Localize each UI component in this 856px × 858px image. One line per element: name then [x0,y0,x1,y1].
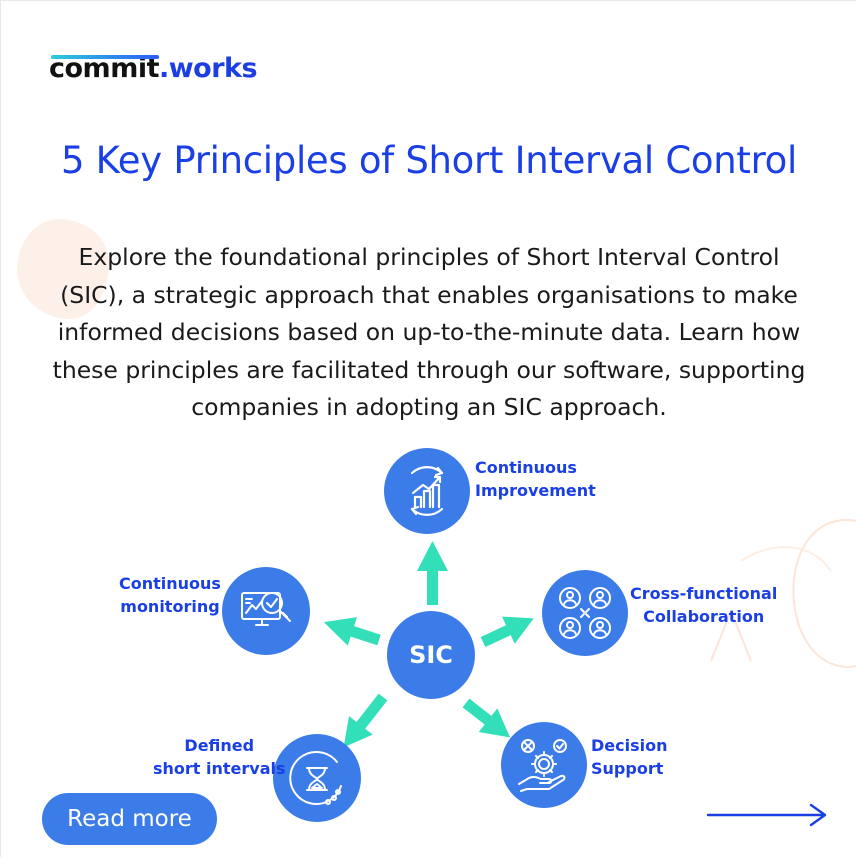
intro-line: informed decisions based on up-to-the-mi… [57,318,801,346]
principle-improvement-label: Continuous Improvement [475,458,596,500]
brand-logo: commit.works [49,53,258,84]
growth-chart-icon [410,466,444,516]
sic-hub-node: SIC [387,611,475,699]
diagram-arrows [323,541,534,748]
intro-line: Explore the foundational principles of S… [78,243,780,271]
intro-line: companies in adopting an SIC approach. [191,393,667,421]
intro-line: these principles are facilitated through… [52,355,806,384]
arrow-to-intervals-icon [343,693,388,748]
arrow-to-monitoring-icon [323,617,381,646]
principle-monitoring-label: Continuous monitoring [119,574,221,616]
hand-gear-icon [518,739,567,792]
monitor-magnifier-icon [241,592,291,626]
decorative-lines-icon [710,519,856,668]
logo-text-works: .works [158,53,258,84]
principle-decision-node [501,722,587,808]
decorative-blob [17,219,109,319]
principle-intervals-node [273,734,361,822]
principle-intervals-label: Defined short intervals [153,736,286,778]
hourglass-icon [289,750,342,805]
intro-line: (SIC), a strategic approach that enables… [60,280,798,309]
arrow-right-icon[interactable] [706,801,830,829]
principle-improvement-node [384,448,470,534]
principle-decision-label: Decision Support [591,736,668,778]
arrow-to-decision-icon [462,698,511,738]
read-more-button[interactable]: Read more [42,793,217,845]
principle-collaboration-label: Cross-functional Collaboration [630,584,778,626]
arrow-to-collaboration-icon [480,616,534,647]
principle-collaboration-node [542,570,628,656]
team-collaboration-icon [559,587,611,639]
sic-hub-label: SIC [409,641,453,669]
arrow-to-improvement-icon [417,541,448,605]
intro-paragraph: Explore the foundational principles of S… [41,239,817,427]
page-title: 5 Key Principles of Short Interval Contr… [60,139,798,182]
sic-diagram: SIC Continuous Improvement [1,431,856,858]
principle-monitoring-node [222,567,310,655]
logo-accent-bar [51,55,159,59]
